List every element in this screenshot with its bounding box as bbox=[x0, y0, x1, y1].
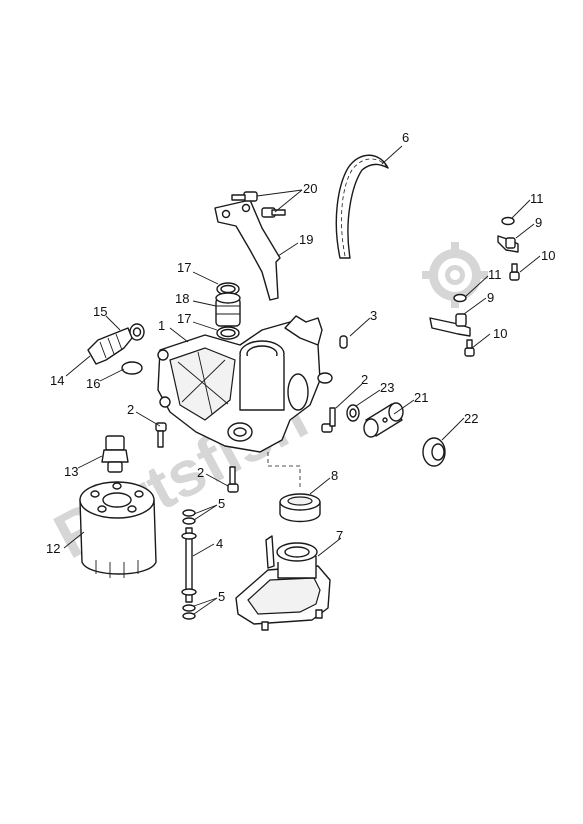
callout-22: 22 bbox=[464, 411, 478, 426]
callout-12: 12 bbox=[46, 541, 60, 556]
callout-1: 1 bbox=[158, 318, 165, 333]
callout-14: 14 bbox=[50, 373, 64, 388]
callout-21: 21 bbox=[414, 390, 428, 405]
leader-lines bbox=[63, 145, 541, 615]
part-7-oil-pickup bbox=[235, 535, 331, 631]
callout-17: 17 bbox=[177, 311, 191, 326]
part-17-18-seals bbox=[215, 282, 241, 340]
part-1-oil-pump bbox=[157, 315, 333, 453]
callout-2: 2 bbox=[127, 402, 134, 417]
part-9-10-11-brackets bbox=[429, 216, 520, 357]
callout-10: 10 bbox=[493, 326, 507, 341]
part-8-strainer-screen bbox=[279, 493, 321, 523]
alignment-guide bbox=[267, 452, 301, 488]
watermark-gear-icon bbox=[422, 242, 488, 308]
part-12-oil-filter bbox=[79, 481, 157, 578]
callout-11: 11 bbox=[488, 267, 502, 282]
callout-10: 10 bbox=[541, 248, 555, 263]
part-4-5-pipe bbox=[181, 509, 197, 620]
part-14-16-sensor bbox=[87, 323, 145, 375]
callout-2: 2 bbox=[197, 465, 204, 480]
callout-20: 20 bbox=[303, 181, 317, 196]
part-3-dowel bbox=[339, 335, 348, 349]
part-19-chain-guide bbox=[214, 199, 281, 301]
callout-19: 19 bbox=[299, 232, 313, 247]
callout-3: 3 bbox=[370, 308, 377, 323]
callout-13: 13 bbox=[64, 464, 78, 479]
part-21-23-relief-valve bbox=[346, 402, 446, 467]
part-20-bolts bbox=[231, 191, 286, 218]
callout-7: 7 bbox=[336, 528, 343, 543]
callout-15: 15 bbox=[93, 304, 107, 319]
callout-5: 5 bbox=[218, 589, 225, 604]
callout-17: 17 bbox=[177, 260, 191, 275]
part-6-chain bbox=[335, 154, 389, 259]
part-13-adapter bbox=[101, 435, 129, 473]
callout-5: 5 bbox=[218, 496, 225, 511]
callout-11: 11 bbox=[530, 191, 544, 206]
callout-4: 4 bbox=[216, 536, 223, 551]
callout-9: 9 bbox=[487, 290, 494, 305]
callout-labels: 1 2 2 2 3 4 5 5 6 7 8 9 9 10 10 11 11 12… bbox=[46, 130, 555, 604]
callout-6: 6 bbox=[402, 130, 409, 145]
callout-8: 8 bbox=[331, 468, 338, 483]
callout-18: 18 bbox=[175, 291, 189, 306]
callout-2: 2 bbox=[361, 372, 368, 387]
callout-23: 23 bbox=[380, 380, 394, 395]
callout-16: 16 bbox=[86, 376, 100, 391]
callout-9: 9 bbox=[535, 215, 542, 230]
